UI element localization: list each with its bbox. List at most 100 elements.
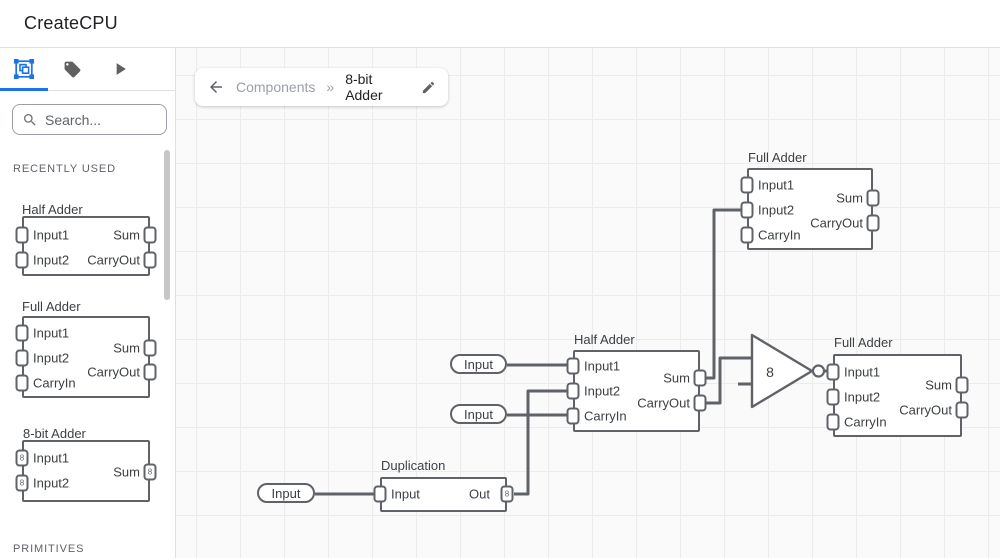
port-label: CarryIn [584,408,627,424]
port [15,349,29,367]
node-title: Full Adder [748,150,807,165]
port-label: CarryOut [810,215,863,231]
edit-pencil-icon [422,81,435,93]
port-label: Sum [113,464,140,480]
sidebar-tabs [0,48,175,91]
port-sum[interactable] [866,189,880,207]
port-carryout[interactable] [693,394,707,412]
components-icon [14,59,34,79]
node-full-adder-right[interactable]: Input1 Input2 CarryIn Sum CarryOut [833,354,962,437]
port-label: CarryIn [758,227,801,243]
wire-dup-out-to-ha-input2[interactable] [514,389,568,496]
port-label: Input2 [844,389,881,405]
sidebar-item-title: Half Adder [22,202,83,217]
section-recently-used: RECENTLY USED [13,163,116,175]
port-input2[interactable] [826,388,840,406]
port-carryin[interactable] [566,407,580,425]
port-input1[interactable] [826,363,840,381]
wire-carryout-to-notgate[interactable] [706,356,753,405]
port-label: Input2 [758,202,795,218]
input-node[interactable]: Input [450,354,507,374]
search-icon [24,113,36,126]
port-label: Input1 [844,364,881,380]
sidebar-item-title: Full Adder [22,299,81,314]
port-label: Out [469,486,490,502]
node-half-adder[interactable]: Input1 Input2 CarryIn Sum CarryOut [573,350,700,432]
app-header: CreateCPU [0,0,1000,48]
wire-sum-to-fatop-input2[interactable] [706,208,742,380]
port-label: Input1 [33,227,70,243]
tab-components[interactable] [0,48,48,90]
port [15,251,29,269]
breadcrumb: Components » 8-bit Adder [195,68,448,106]
port-label: CarryOut [899,402,952,418]
port [143,226,157,244]
port [143,251,157,269]
port-label: CarryOut [87,364,140,380]
sidebar-item-title: 8-bit Adder [23,426,86,441]
breadcrumb-parent[interactable]: Components [236,79,316,95]
port-out-bus-8[interactable]: 8 [500,485,514,503]
search-box[interactable] [12,104,167,135]
port-label: Input1 [584,358,621,374]
port-bus-8: 8 [15,474,29,492]
port-input2[interactable] [566,382,580,400]
port-label: Input2 [33,475,70,491]
sidebar-item-8bit-adder[interactable]: Input1 Input2 Sum [22,440,150,502]
port-sum[interactable] [955,376,969,394]
search-input[interactable] [45,111,157,128]
port-carryout[interactable] [955,401,969,419]
port-label: Input [391,486,420,502]
play-icon [116,63,126,75]
active-tab-indicator [0,88,48,91]
port-input[interactable] [373,485,387,503]
sidebar: RECENTLY USED Half Adder Input1 Input2 S… [0,48,176,558]
app-title: CreateCPU [24,13,118,33]
not-gate-bus-width: 8 [766,364,774,380]
port-label: CarryIn [844,414,887,430]
port [15,374,29,392]
back-button[interactable] [207,78,225,96]
section-primitives: PRIMITIVES [13,543,85,555]
port-input1[interactable] [566,357,580,375]
input-node[interactable]: Input [257,483,315,503]
tab-simulate[interactable] [96,48,144,90]
port-label: Sum [113,227,140,243]
port [15,226,29,244]
port-label: Sum [113,340,140,356]
port-bus-8: 8 [15,449,29,467]
port-label: Sum [925,377,952,393]
breadcrumb-current: 8-bit Adder [345,71,383,103]
port-bus-8: 8 [143,463,157,481]
port-carryin[interactable] [740,226,754,244]
port-sum[interactable] [693,369,707,387]
sidebar-item-half-adder[interactable]: Input1 Input2 Sum CarryOut [22,216,150,276]
port-label: CarryIn [33,375,76,391]
not-gate-body[interactable] [750,333,814,409]
port-carryin[interactable] [826,413,840,431]
port-label: Sum [836,190,863,206]
not-gate-bubble [811,364,826,378]
node-title: Half Adder [574,332,635,347]
port-label: Input1 [758,177,795,193]
rename-button[interactable] [421,80,436,95]
tab-tags[interactable] [48,48,96,90]
port [15,324,29,342]
port-input2[interactable] [740,201,754,219]
breadcrumb-separator: » [326,79,335,95]
back-arrow-icon [210,81,222,93]
input-node[interactable]: Input [450,404,507,424]
port-carryout[interactable] [866,214,880,232]
port-label: Sum [663,370,690,386]
port-label: Input2 [33,252,70,268]
node-title: Full Adder [834,335,893,350]
circuit-canvas[interactable]: Components » 8-bit Adder Full Adder Inpu… [176,48,1000,558]
sidebar-scrollbar[interactable] [164,150,170,300]
port-input1[interactable] [740,176,754,194]
node-full-adder-top[interactable]: Input1 Input2 CarryIn Sum CarryOut [747,168,873,250]
sidebar-item-full-adder[interactable]: Input1 Input2 CarryIn Sum CarryOut [22,316,150,398]
port [143,339,157,357]
port-label: CarryOut [87,252,140,268]
port-label: Input2 [584,383,621,399]
node-duplication[interactable]: Input Out [380,477,507,512]
